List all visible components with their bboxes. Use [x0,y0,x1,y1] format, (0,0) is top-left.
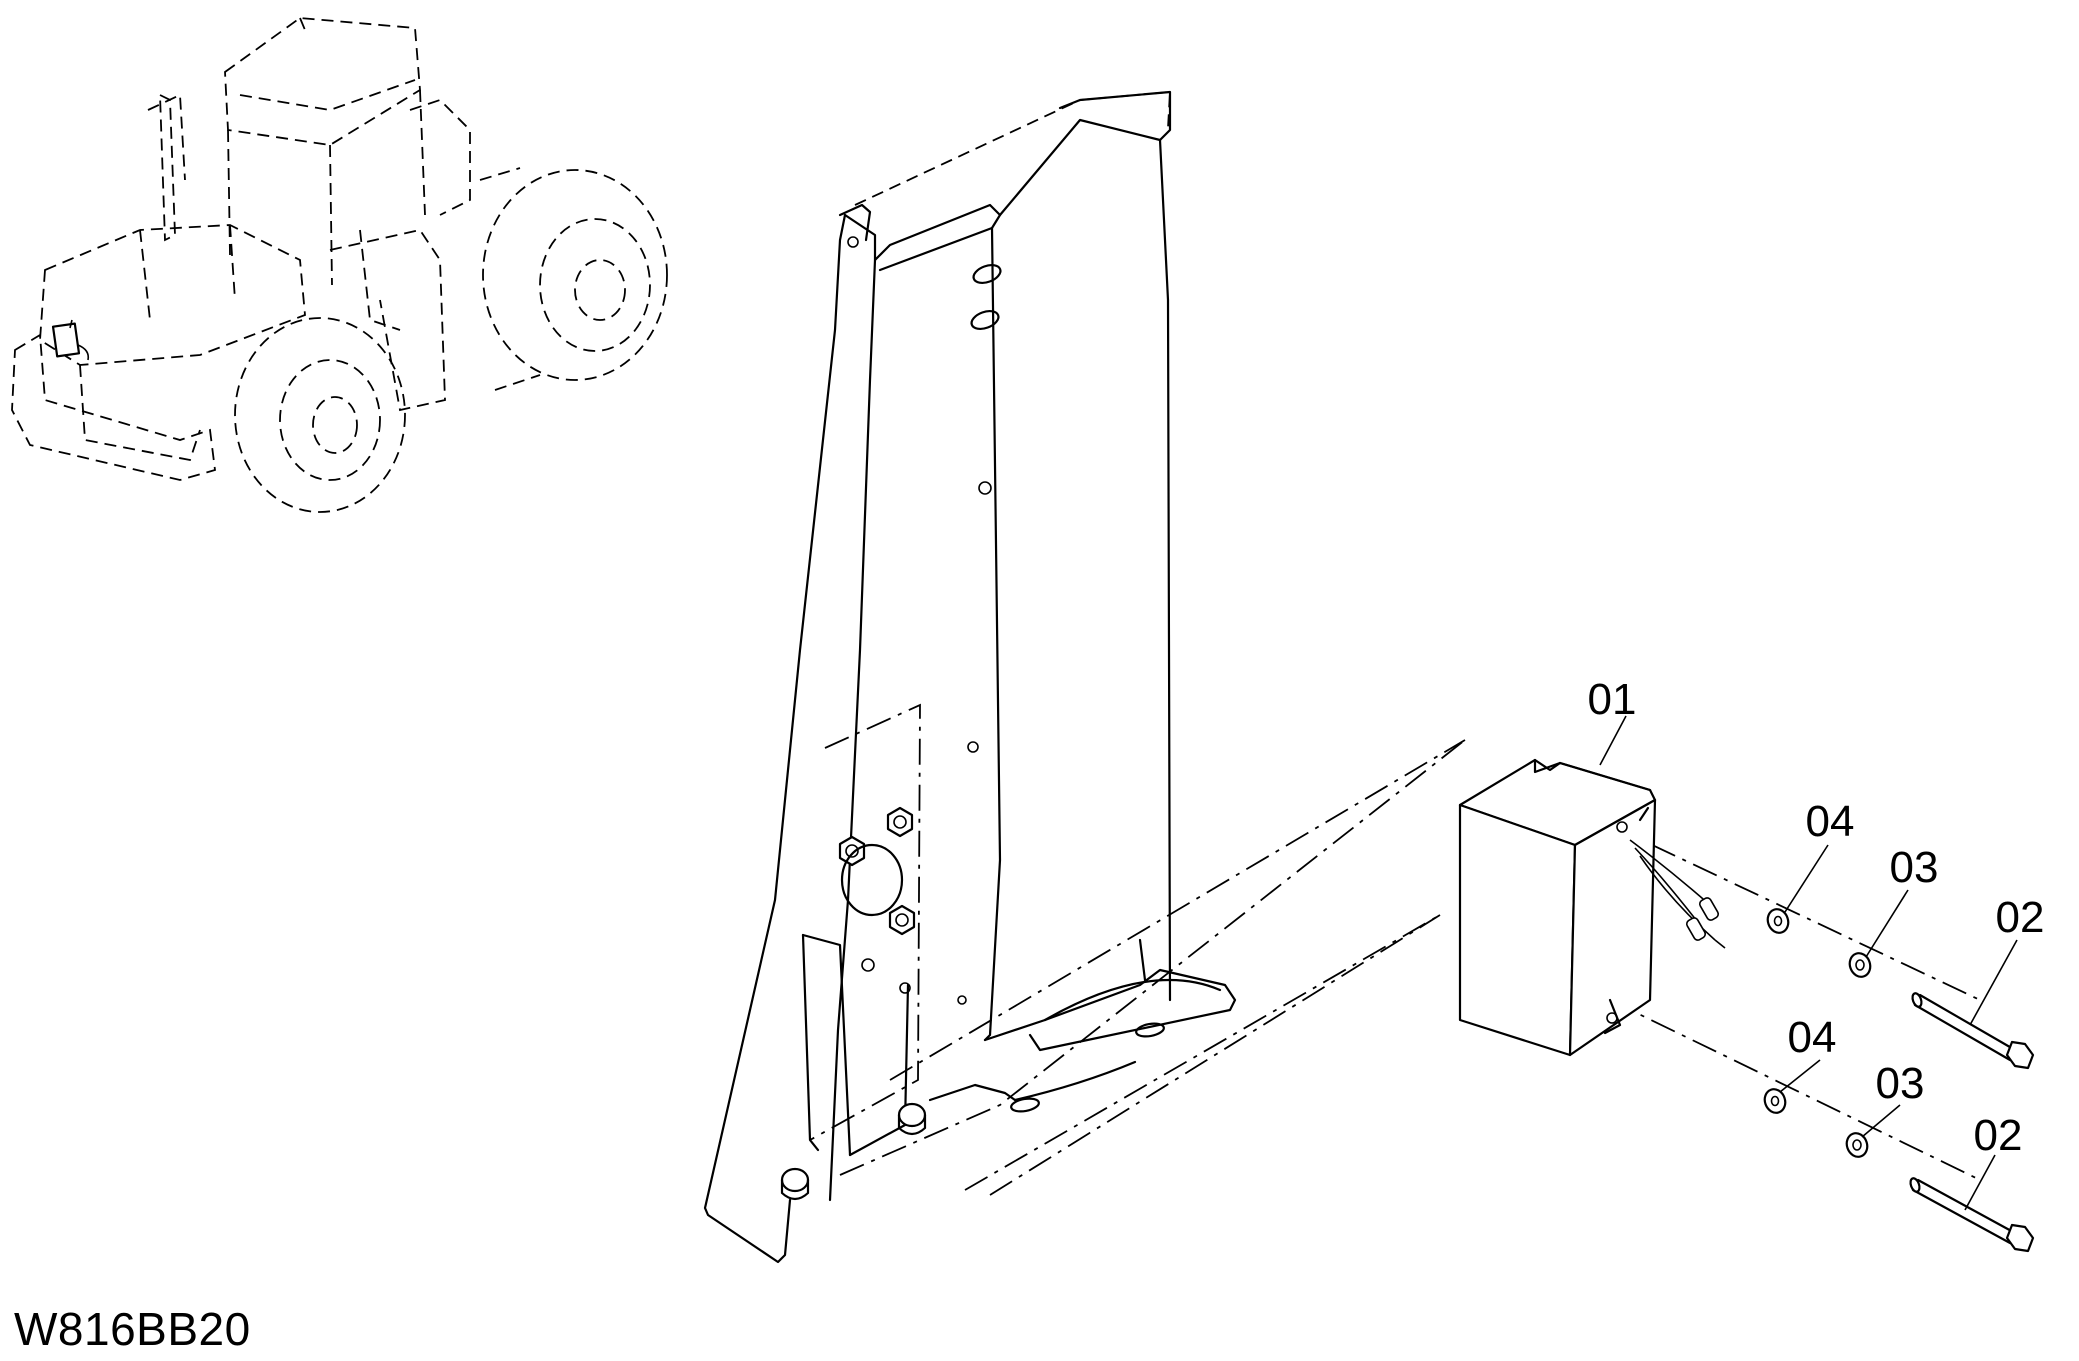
mounting-plate [703,90,1237,1264]
lower-fastener-set [1763,1088,2035,1253]
wheel-loader-locator-view [11,17,668,513]
callout-03-upper: 03 [1890,843,1939,892]
part-02-bolt-lower [1909,1177,2035,1253]
part-04-flat-washer-upper [1766,908,1790,934]
upper-fastener-set [1766,908,2035,1070]
bushing-upper [897,1102,927,1136]
leader-lines [1599,715,2018,1211]
part-01-control-box [1458,758,1726,1057]
drawing-code: W816BB20 [14,1303,251,1355]
callout-04-upper: 04 [1806,797,1855,846]
callout-01: 01 [1588,675,1637,724]
hex-nut-upper [886,806,914,838]
part-03-lock-washer-upper [1848,952,1872,978]
assembly-centerlines [839,739,1981,1196]
callout-04-lower: 04 [1788,1013,1837,1062]
part-02-bolt-upper [1911,992,2035,1070]
callout-labels: 01 04 03 02 04 03 02 [1588,675,2045,1160]
callout-02-lower: 02 [1974,1111,2023,1160]
callout-03-lower: 03 [1876,1059,1925,1108]
hex-nut-lower [888,904,916,936]
callout-02-upper: 02 [1996,893,2045,942]
hex-nut-left [838,835,866,867]
part-03-lock-washer-lower [1845,1132,1869,1158]
bushing-lower [780,1167,810,1201]
part-04-flat-washer-lower [1763,1088,1787,1114]
